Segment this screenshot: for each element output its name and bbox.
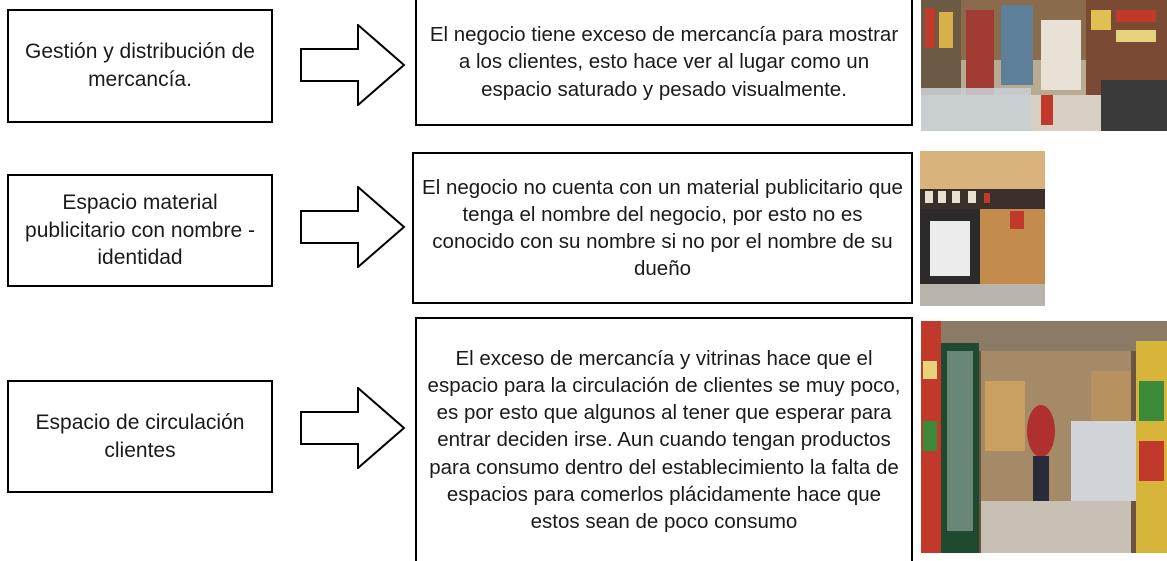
- description-text: El negocio tiene exceso de mercancía par…: [429, 23, 899, 101]
- label-text: Espacio de circulación clientes: [35, 410, 245, 462]
- label-box-circulacion: Espacio de circulación clientes: [7, 380, 273, 493]
- description-box-mercancia: El negocio tiene exceso de mercancía par…: [415, 0, 913, 126]
- description-text: El exceso de mercancía y vitrinas hace q…: [427, 346, 901, 534]
- description-box-circulacion: El exceso de mercancía y vitrinas hace q…: [415, 317, 913, 561]
- label-text: Gestión y distribución de mercancía.: [25, 40, 255, 91]
- store-facade-photo: [920, 151, 1045, 306]
- store-entrance-photo: [921, 321, 1167, 553]
- description-text: El negocio no cuenta con un material pub…: [422, 175, 903, 281]
- store-interior-aisle-photo: [921, 0, 1167, 131]
- right-arrow-icon: [300, 24, 406, 106]
- right-arrow-icon: [300, 387, 406, 469]
- right-arrow-icon: [300, 186, 406, 268]
- label-text: Espacio material publicitario con nombre…: [25, 190, 255, 270]
- label-box-identidad: Espacio material publicitario con nombre…: [7, 174, 273, 287]
- description-box-identidad: El negocio no cuenta con un material pub…: [412, 152, 913, 304]
- label-box-mercancia: Gestión y distribución de mercancía.: [7, 9, 273, 123]
